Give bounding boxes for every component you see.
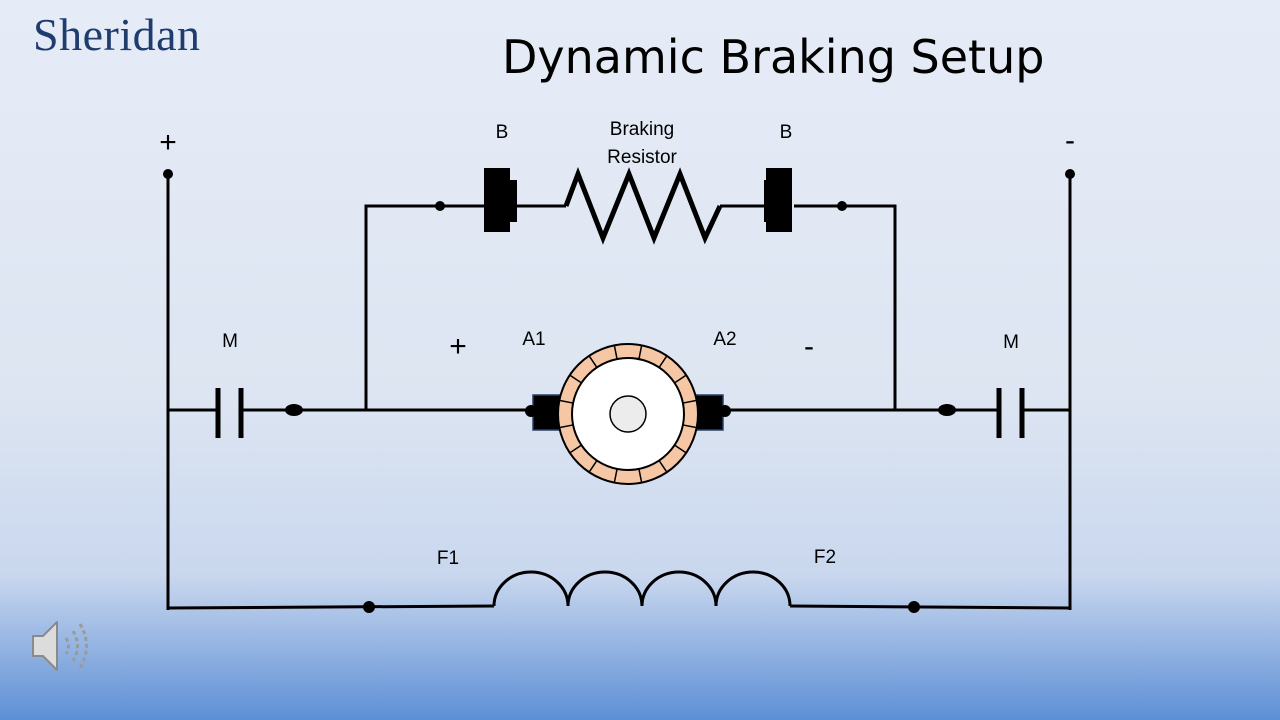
commutator-segment-divider [559,424,574,429]
armature-negative-label: - [804,330,814,363]
contact-b-left [484,168,517,232]
commutator-segment-divider [588,460,598,473]
commutator-segment-divider [613,468,618,483]
armature-a1-label: A1 [522,329,545,350]
commutator-segment-divider [588,355,598,368]
field-f2-label: F2 [814,547,836,568]
commutator-segment-divider [682,424,697,429]
braking-resistor-label-line2: Resistor [607,147,677,168]
contact-m-right-label: M [1003,332,1019,353]
sheridan-logo: Sheridan [33,9,201,60]
braking-branch [364,204,897,410]
a1-terminal [525,405,537,417]
field-f1-label: F1 [437,548,459,569]
speaker-icon[interactable] [30,616,96,676]
field-node-f2 [908,601,920,613]
braking-node-right [837,201,847,211]
a2-terminal [719,405,731,417]
wire-f2-to-right-rail [789,604,1071,610]
contact-m-right [996,388,1025,438]
supply-positive-label: + [159,126,177,159]
contact-m-right-node [938,404,956,416]
motor-armature [525,343,731,485]
contact-m-left [215,388,244,438]
field-circuit-wires [167,604,1071,610]
contact-b-right-label: B [780,122,793,143]
commutator-segment-divider [569,374,582,384]
supply-negative-label: - [1065,124,1075,157]
commutator-segment-divider [682,399,697,404]
contact-b-left-label: B [496,122,509,143]
contact-m-left-label: M [222,331,238,352]
field-winding-coil [492,570,792,607]
commutator-segment-divider [674,444,687,454]
commutator-segment-divider [638,468,643,483]
braking-wire-left [364,204,486,410]
wire-left-rail-to-f1 [167,604,495,610]
armature-a2-label: A2 [713,329,736,350]
contact-b-right [764,168,792,232]
commutator-segment-divider [569,444,582,454]
armature-positive-label: + [449,330,467,363]
armature-shaft [609,395,647,433]
braking-resistor-symbol [563,167,723,245]
commutator-segment-divider [658,460,668,473]
braking-resistor-label-line1: Braking [610,119,674,140]
braking-wire-right [794,204,897,410]
field-node-f1 [363,601,375,613]
positive-terminal [163,169,173,179]
contact-m-left-node [285,404,303,416]
slide-title: Dynamic Braking Setup [502,30,1045,84]
commutator-segment-divider [658,355,668,368]
supply-rails [166,174,1072,610]
braking-node-left [435,201,445,211]
commutator-segment-divider [613,345,618,360]
commutator-segment-divider [674,374,687,384]
negative-terminal [1065,169,1075,179]
commutator-segment-divider [559,399,574,404]
commutator-segment-divider [638,345,643,360]
